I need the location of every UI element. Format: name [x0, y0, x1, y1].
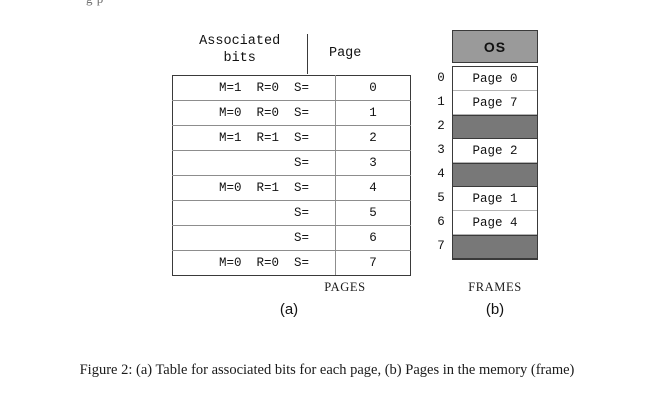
frame-index: 2: [437, 119, 445, 133]
cell-associated-bits: M=0 R=0 S=: [172, 250, 336, 276]
frame-index: 7: [437, 239, 445, 253]
table-row: S= 3: [172, 150, 411, 176]
figure-caption: Figure 2: (a) Table for associated bits …: [79, 362, 575, 378]
frame-cell: Page 2: [453, 139, 537, 163]
cell-page-number: 7: [335, 250, 411, 276]
column-header-associated-bits: Associated bits: [172, 28, 307, 74]
frame-cell: Page 4: [453, 211, 537, 235]
cell-page-number: 4: [335, 175, 411, 201]
table-row: M=1 R=0 S= 0: [172, 75, 411, 101]
frame-index: 3: [437, 143, 445, 157]
table-row: S= 5: [172, 200, 411, 226]
frame-index: 4: [437, 167, 445, 181]
cell-page-number: 6: [335, 225, 411, 251]
os-frame-cell: OS: [452, 30, 538, 63]
frame-index: 5: [437, 191, 445, 205]
frame-index: 6: [437, 215, 445, 229]
table-row: M=0 R=0 S= 1: [172, 100, 411, 126]
sublabel-a: (a): [279, 301, 299, 318]
column-header-page: Page: [307, 34, 382, 74]
frame-index-column: 0 1 2 3 4 5 6 7: [434, 66, 448, 258]
frames-stack: Page 0 Page 7 Page 2 Page 1 Page 4: [452, 66, 538, 260]
table-row: M=0 R=0 S= 7: [172, 250, 411, 276]
cell-associated-bits: M=1 R=1 S=: [172, 125, 336, 151]
cell-associated-bits: M=0 R=0 S=: [172, 100, 336, 126]
table-row: M=1 R=1 S= 2: [172, 125, 411, 151]
frame-index: 1: [437, 95, 445, 109]
cell-associated-bits: S=: [172, 150, 336, 176]
sublabel-b: (b): [485, 301, 505, 318]
frames-caption: FRAMES: [468, 280, 522, 294]
column-header-associated-bits-line2: bits: [223, 51, 256, 66]
associated-bits-table: M=1 R=0 S= 0 M=0 R=0 S= 1 M=1 R=1 S= 2 S…: [172, 75, 411, 276]
cell-page-number: 5: [335, 200, 411, 226]
frame-cell: Page 1: [453, 187, 537, 211]
cell-associated-bits: S=: [172, 225, 336, 251]
table-row: S= 6: [172, 225, 411, 251]
frame-index: 0: [437, 71, 445, 85]
memory-frames-panel: OS Page 0 Page 7 Page 2 Page 1 Page 4: [452, 30, 538, 260]
table-row: M=0 R=1 S= 4: [172, 175, 411, 201]
cell-page-number: 2: [335, 125, 411, 151]
clipped-text-remnant: g p: [86, 0, 104, 7]
associated-bits-table-body: M=1 R=0 S= 0 M=0 R=0 S= 1 M=1 R=1 S= 2 S…: [172, 75, 411, 276]
associated-bits-table-panel: Associated bits Page M=1 R=0 S= 0 M=0 R=…: [172, 28, 411, 276]
frame-cell-empty: [453, 163, 537, 187]
frame-cell-empty: [453, 235, 537, 259]
cell-page-number: 0: [335, 75, 411, 101]
column-header-associated-bits-line1: Associated: [199, 34, 281, 50]
pages-caption: PAGES: [324, 280, 366, 294]
cell-associated-bits: M=1 R=0 S=: [172, 75, 336, 101]
cell-page-number: 1: [335, 100, 411, 126]
table-header-row: Associated bits Page: [172, 28, 382, 74]
frame-cell-empty: [453, 115, 537, 139]
frame-cell: Page 7: [453, 91, 537, 115]
cell-associated-bits: S=: [172, 200, 336, 226]
cell-page-number: 3: [335, 150, 411, 176]
frame-cell: Page 0: [453, 67, 537, 91]
cell-associated-bits: M=0 R=1 S=: [172, 175, 336, 201]
